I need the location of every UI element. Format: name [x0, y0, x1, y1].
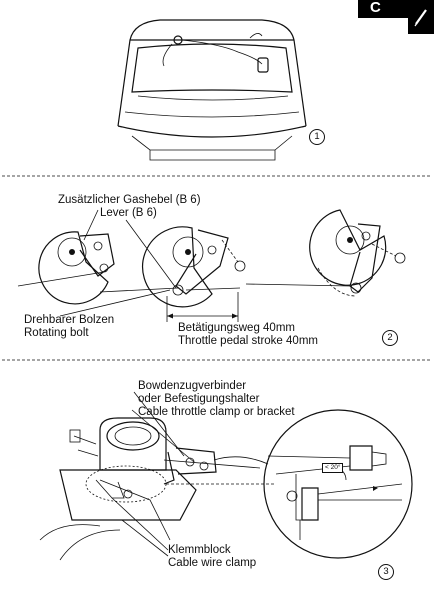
throttle-lever-middle [99, 226, 246, 308]
lever-label-en: Lever (B 6) [100, 207, 157, 219]
leader-line [125, 219, 177, 289]
engine-illustration [39, 417, 269, 561]
leader-line [131, 409, 195, 463]
section-tab: C [358, 0, 408, 18]
stroke-dimension [166, 292, 239, 322]
panel-number: 3 [378, 564, 394, 580]
panel-number: 2 [382, 330, 398, 346]
detail-circle [263, 409, 413, 559]
leader-line [111, 497, 169, 551]
leader-line [121, 519, 169, 557]
clamp-label-de-2: oder Befestigungshalter [138, 393, 260, 405]
detail-marker [85, 465, 167, 503]
panel-number: 1 [309, 129, 325, 145]
leader-line [133, 391, 185, 457]
leader-line [59, 289, 171, 317]
wire-clamp-label-en: Cable wire clamp [168, 557, 257, 569]
bolt-label-de: Drehbarer Bolzen [24, 314, 115, 326]
pen-icon [408, 0, 434, 34]
clamp-label-de-1: Bowdenzugverbinder [138, 380, 247, 392]
stroke-label-de: Betätigungsweg 40mm [178, 322, 295, 334]
clamp-label-en: Cable throttle clamp or bracket [138, 406, 295, 418]
wire-clamp-label-de: Klemmblock [168, 544, 231, 556]
angle-label: < 20° [322, 463, 344, 473]
bolt-label-en: Rotating bolt [24, 327, 89, 339]
throttle-lever-left [17, 231, 115, 305]
stroke-label-en: Throttle pedal stroke 40mm [178, 335, 318, 347]
leader-line [83, 209, 99, 241]
car-illustration [117, 19, 307, 161]
throttle-lever-right [245, 209, 406, 297]
lever-label-de: Zusätzlicher Gashebel (B 6) [58, 194, 201, 206]
section-letter: C [370, 0, 381, 16]
